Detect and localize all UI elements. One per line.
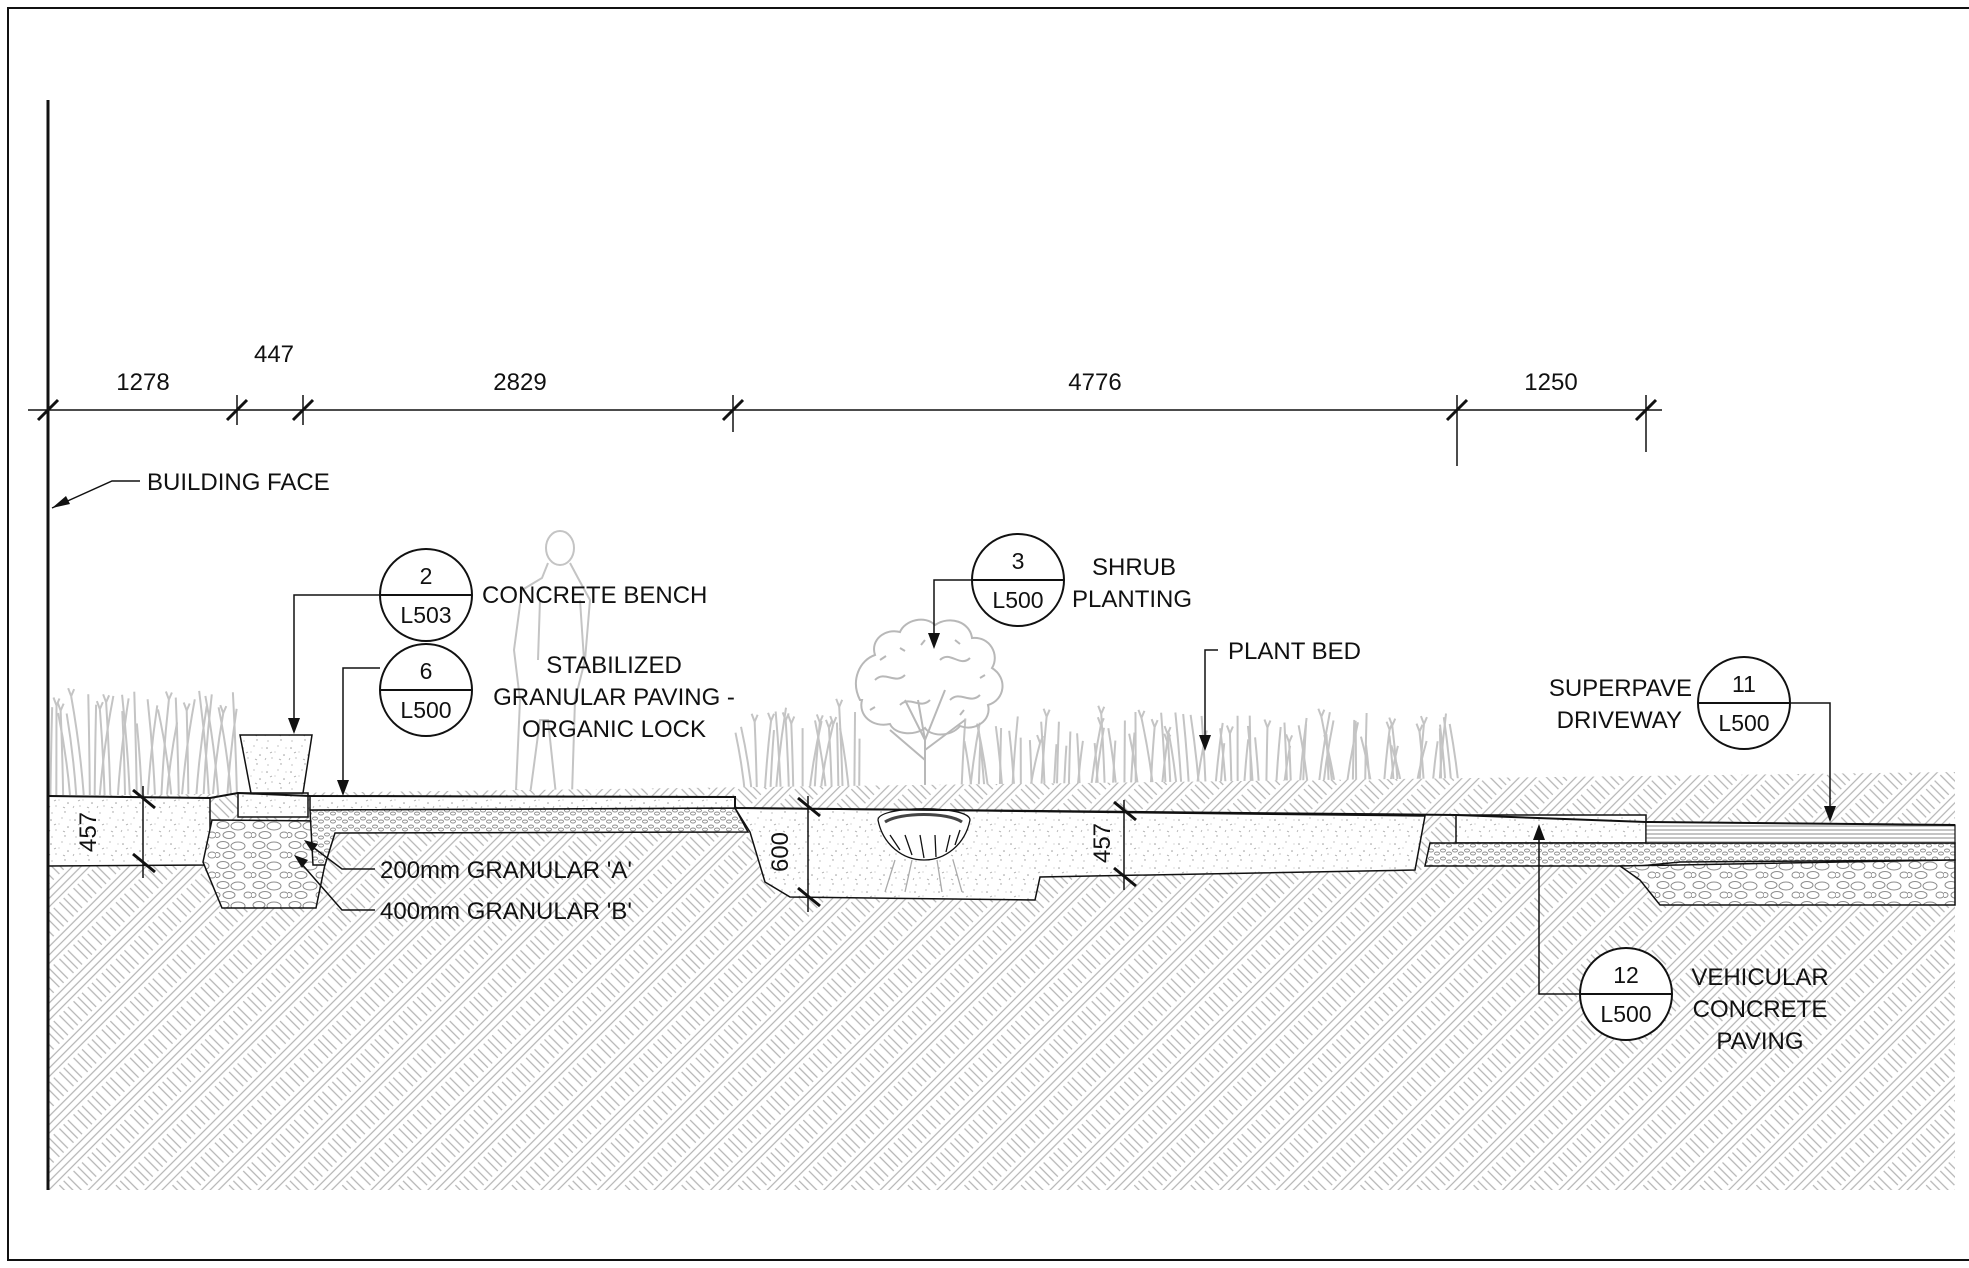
callout-bench-sheet: L503 (400, 602, 451, 628)
label-stabilized-paving-line-2: GRANULAR PAVING - (493, 684, 735, 711)
callout-vehicular-number: 12 (1613, 962, 1639, 988)
dimension-string (28, 395, 1662, 466)
label-vehicular-line-2: CONCRETE (1693, 996, 1828, 1023)
dim-2829: 2829 (493, 369, 546, 396)
label-stabilized-paving-line-1: STABILIZED (546, 652, 682, 679)
callout-vehicular-sheet: L500 (1600, 1001, 1651, 1027)
shrub-tree-illustration (855, 618, 1004, 800)
label-superpave-line-1: SUPERPAVE (1549, 675, 1692, 702)
label-shrub-planting-line-2: PLANTING (1072, 586, 1192, 613)
callout-superpave: 11 L500 (1697, 656, 1791, 750)
label-plant-bed: PLANT BED (1228, 638, 1361, 665)
stabilized-granular-paving (309, 795, 736, 811)
label-shrub-planting-line-1: SHRUB (1092, 554, 1176, 581)
label-concrete-bench: CONCRETE BENCH (482, 582, 707, 609)
label-vehicular-line-1: VEHICULAR (1691, 964, 1828, 991)
callout-shrub-sheet: L500 (992, 587, 1043, 613)
callout-shrub-number: 3 (1012, 548, 1025, 574)
bench-plinth (237, 792, 309, 818)
dim-1250: 1250 (1524, 369, 1577, 396)
dim-447: 447 (254, 341, 294, 368)
callout-superpave-sheet: L500 (1718, 710, 1769, 736)
label-vehicular-line-3: PAVING (1716, 1028, 1803, 1055)
callout-bench-number: 2 (420, 563, 433, 589)
dim-4776: 4776 (1068, 369, 1121, 396)
leader-lines (51, 480, 1831, 995)
label-building-face: BUILDING FACE (147, 469, 330, 496)
callout-paving: 6 L500 (379, 643, 473, 737)
callout-paving-sheet: L500 (400, 697, 451, 723)
callout-paving-number: 6 (420, 658, 433, 684)
depth-dim-left: 457 (75, 812, 102, 852)
dim-1278: 1278 (116, 369, 169, 396)
driveway-granular-b (1617, 859, 1956, 906)
depth-dimension-lines (132, 786, 1137, 912)
label-superpave-line-2: DRIVEWAY (1557, 707, 1682, 734)
callout-vehicular: 12 L500 (1579, 947, 1673, 1041)
human-scale-figure (512, 530, 592, 797)
leader-arrowheads (52, 496, 1836, 868)
label-stabilized-paving-line-3: ORGANIC LOCK (522, 716, 706, 743)
depth-dim-right: 457 (1089, 823, 1116, 863)
sheet-border (7, 7, 1969, 1261)
callout-shrub: 3 L500 (971, 533, 1065, 627)
label-granular-a: 200mm GRANULAR 'A' (380, 857, 632, 884)
callout-bench: 2 L503 (379, 548, 473, 642)
vehicular-concrete-paving (1455, 814, 1647, 844)
subgrade-soil (48, 772, 1955, 1190)
concrete-bench (239, 734, 313, 794)
label-granular-b: 400mm GRANULAR 'B' (380, 898, 632, 925)
finished-grade-line (47, 791, 1956, 826)
left-concrete-paving (47, 795, 211, 867)
callout-superpave-number: 11 (1732, 671, 1756, 697)
depth-dim-center: 600 (767, 832, 794, 872)
